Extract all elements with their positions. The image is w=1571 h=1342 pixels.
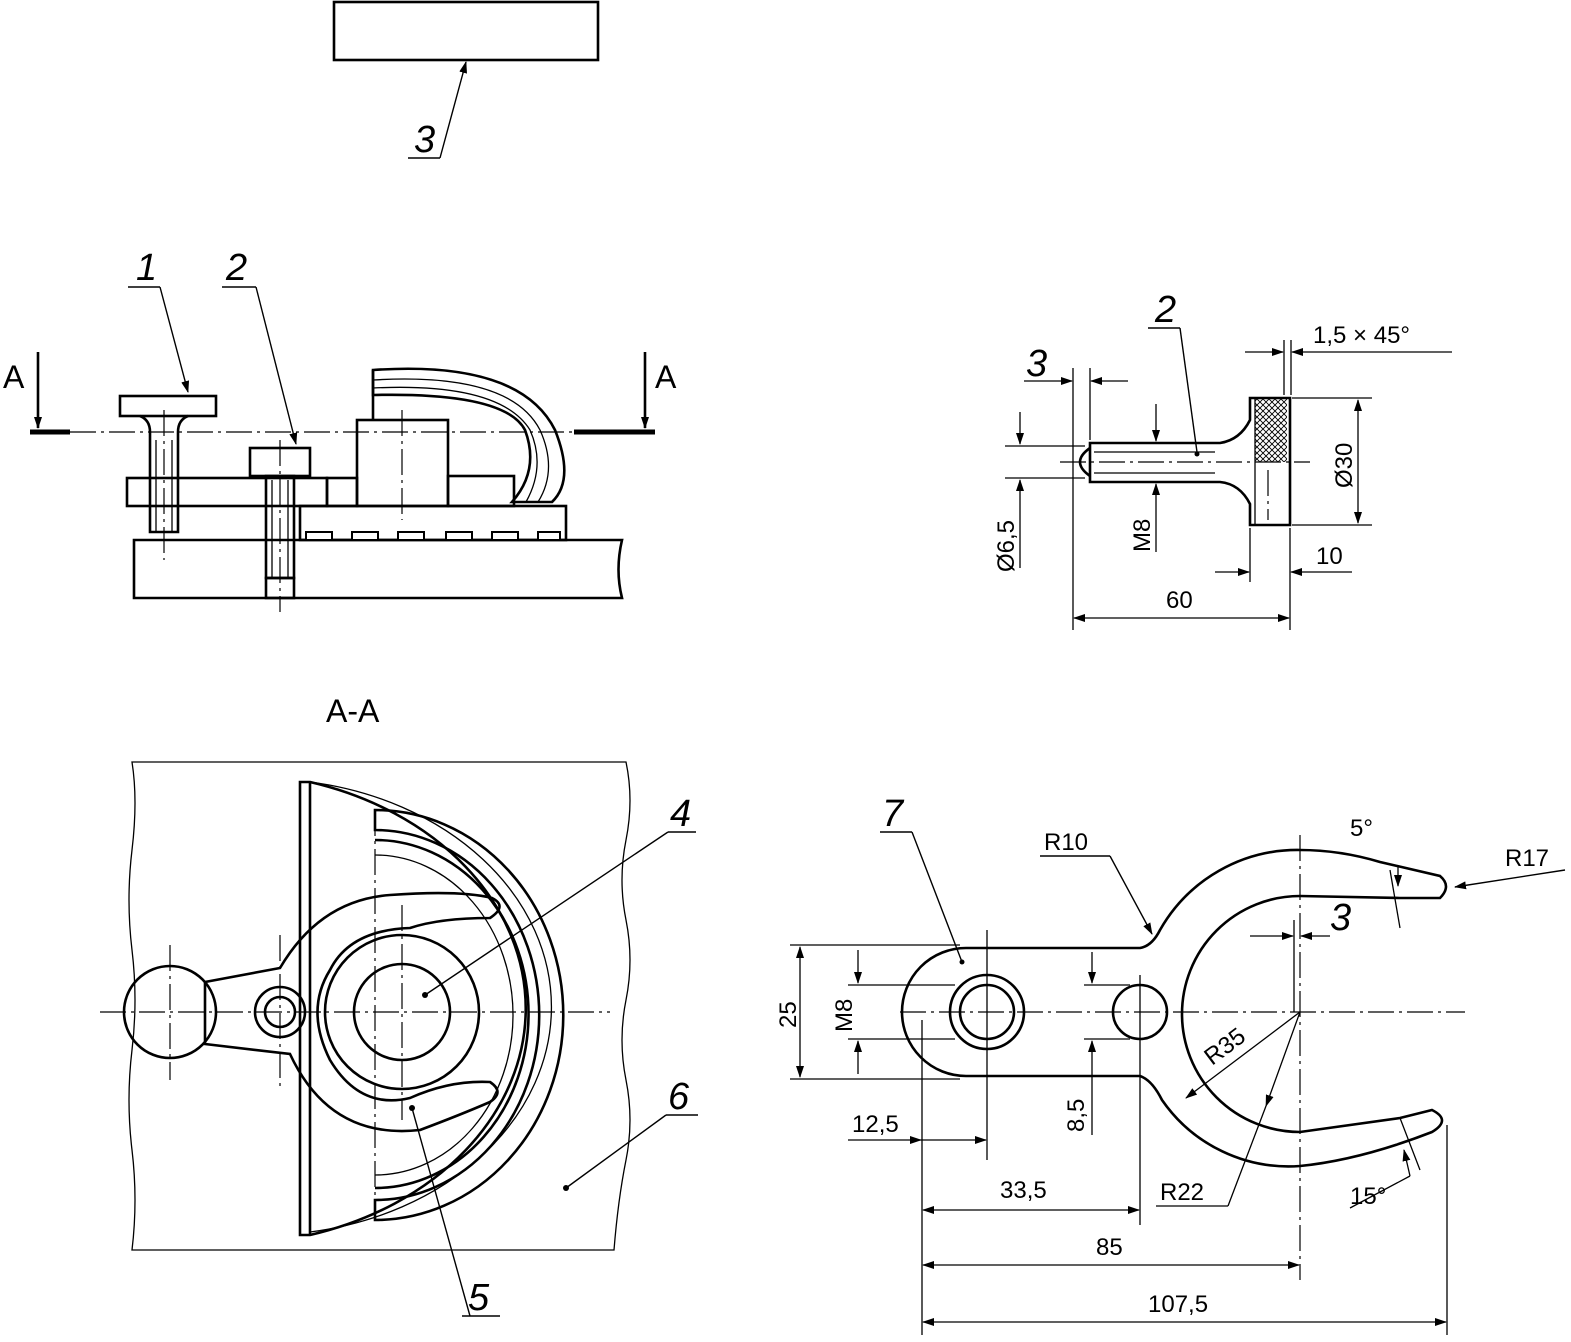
section-title: A-A [326, 693, 380, 729]
screw-detail: 2 3 1,5 × 45° Ø30 Ø6,5 M8 [993, 289, 1452, 630]
callout-6: 6 [668, 1076, 690, 1118]
dim-60: 60 [1166, 587, 1193, 614]
section-letter-left: A [3, 359, 25, 395]
section-a-a-view: A-A 4 5 6 [100, 693, 698, 1319]
dim-25: 25 [775, 1001, 802, 1028]
dim-chamfer: 1,5 × 45° [1313, 322, 1410, 349]
callout-3: 3 [414, 119, 435, 161]
dim-10: 10 [1316, 543, 1343, 570]
dim-angle-5: 5° [1350, 815, 1373, 842]
dim-dia-30: Ø30 [1331, 443, 1358, 488]
dim-33-5: 33,5 [1000, 1177, 1047, 1204]
dim-12-5: 12,5 [852, 1111, 899, 1138]
dim-r22: R22 [1160, 1179, 1204, 1206]
hook-detail: 7 R10 R17 5° 3 R35 R22 15° 25 [775, 793, 1566, 1335]
dim-3-hook: 3 [1330, 897, 1351, 939]
dim-angle-15: 15° [1350, 1183, 1386, 1210]
section-letter-right: A [655, 359, 677, 395]
callout-7: 7 [882, 793, 905, 835]
dim-r10: R10 [1044, 829, 1088, 856]
dim-m8-hook: M8 [831, 999, 858, 1032]
dim-r17: R17 [1505, 845, 1549, 872]
dim-85: 85 [1096, 1234, 1123, 1261]
callout-5: 5 [468, 1277, 490, 1319]
dim-107-5: 107,5 [1148, 1291, 1208, 1318]
callout-1: 1 [136, 247, 157, 289]
dim-8-5: 8,5 [1063, 1099, 1090, 1132]
callout-screw-2: 2 [1154, 289, 1176, 331]
dim-r35: R35 [1199, 1023, 1250, 1071]
callout-4: 4 [670, 793, 691, 835]
assembly-front-view: A A [3, 247, 677, 612]
part-3-plate: 3 [332, 0, 600, 161]
dim-m8-screw: M8 [1129, 519, 1156, 552]
dim-3-screw: 3 [1026, 343, 1047, 385]
dim-dia-6-5: Ø6,5 [993, 520, 1020, 572]
callout-2: 2 [225, 247, 247, 289]
